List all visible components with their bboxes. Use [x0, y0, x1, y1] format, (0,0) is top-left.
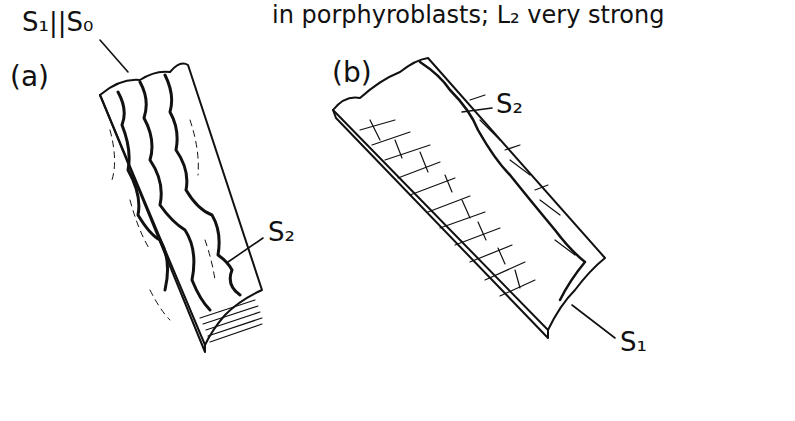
header-note: in porphyroblasts; L₂ very strong [272, 2, 664, 28]
foliation-label: S₁ [620, 328, 647, 357]
foliation-label: S₂ [268, 218, 295, 247]
panel-label: (b) [332, 58, 372, 89]
panel-label: (a) [10, 62, 49, 93]
foliation-label: S₂ [496, 90, 523, 119]
foliation-label: S₁||S₀ [22, 8, 93, 37]
